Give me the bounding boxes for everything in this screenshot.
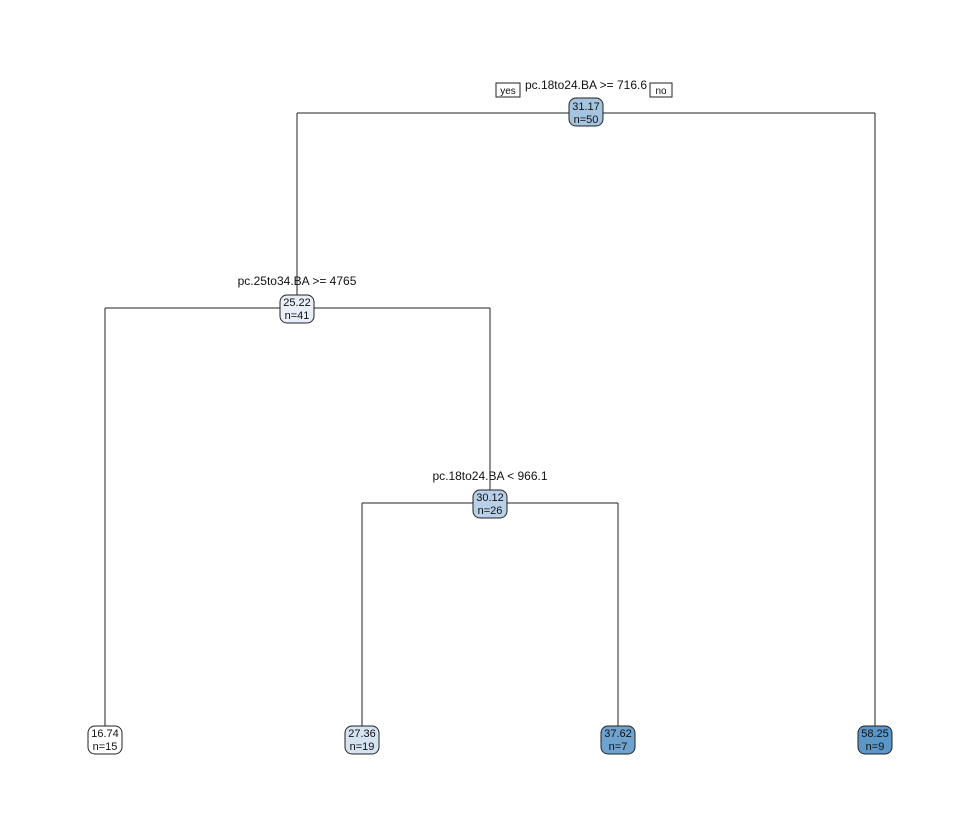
tree-edges — [104, 112, 876, 727]
node-n2-box — [279, 294, 315, 324]
leaf-n4: 16.74 n=15 — [87, 725, 123, 755]
node-root-box — [568, 97, 604, 127]
no-label: no — [655, 86, 667, 97]
leaf-n11-count: n=7 — [609, 741, 628, 753]
leaf-n3-box — [857, 725, 893, 755]
split-label-root: pc.18to24.BA >= 716.6 — [525, 78, 647, 92]
yes-label: yes — [500, 86, 516, 97]
leaf-n3-count: n=9 — [866, 741, 885, 753]
node-n5: 30.12 n=26 — [472, 489, 508, 519]
leaf-n11-value: 37.62 — [604, 728, 632, 740]
leaf-n11-box — [600, 725, 636, 755]
leaf-n10-value: 27.36 — [348, 728, 376, 740]
yes-tag: yes — [495, 82, 521, 98]
node-n5-count: n=26 — [478, 505, 503, 517]
split-label-n2: pc.25to34.BA >= 4765 — [238, 274, 357, 288]
node-root-count: n=50 — [574, 114, 599, 126]
leaf-n4-value: 16.74 — [91, 728, 119, 740]
node-n2: 25.22 n=41 — [279, 294, 315, 324]
leaf-n3: 58.25 n=9 — [857, 725, 893, 755]
leaf-n11: 37.62 n=7 — [600, 725, 636, 755]
leaf-n3-value: 58.25 — [861, 728, 889, 740]
leaf-n4-box — [87, 725, 123, 755]
node-n5-value: 30.12 — [476, 492, 504, 504]
node-root: 31.17 n=50 — [568, 97, 604, 127]
leaf-n10: 27.36 n=19 — [344, 725, 380, 755]
split-label-n5: pc.18to24.BA < 966.1 — [432, 469, 547, 483]
node-n2-count: n=41 — [285, 310, 310, 322]
leaf-n10-box — [344, 725, 380, 755]
node-n2-value: 25.22 — [283, 297, 311, 309]
node-n5-box — [472, 489, 508, 519]
no-tag: no — [649, 82, 673, 98]
leaf-n4-count: n=15 — [93, 741, 118, 753]
leaf-n10-count: n=19 — [350, 741, 375, 753]
node-root-value: 31.17 — [572, 101, 600, 113]
